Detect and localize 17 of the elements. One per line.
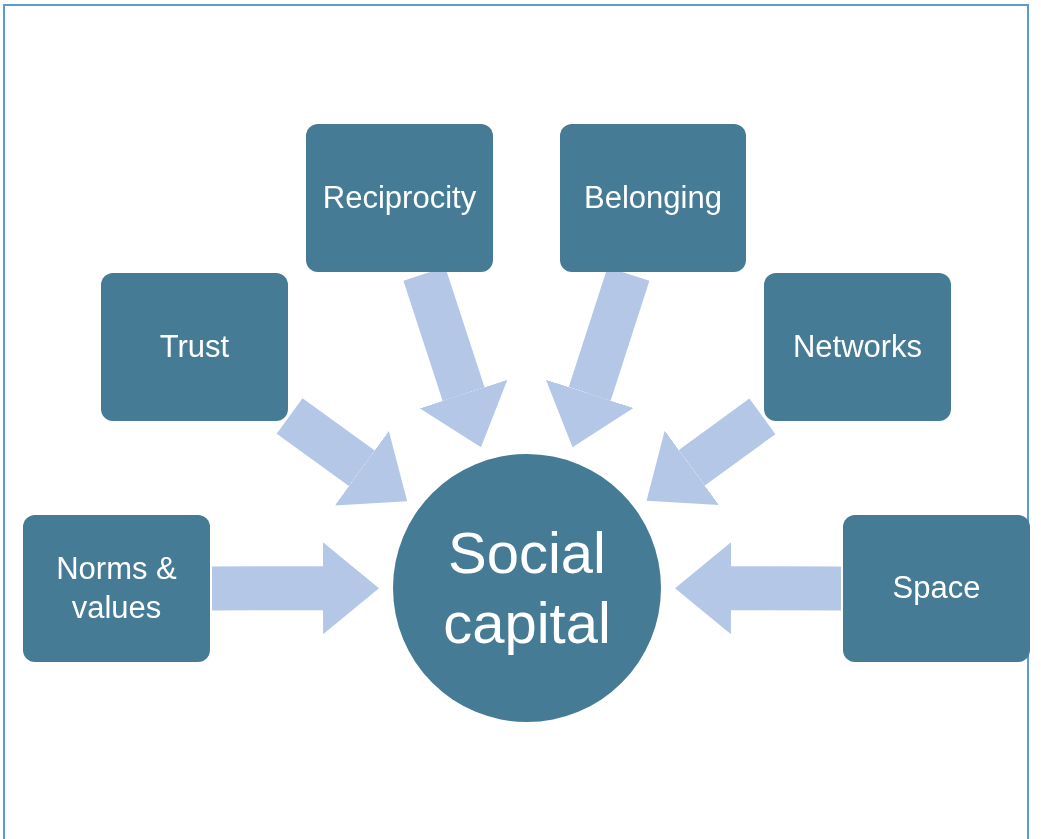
concept-box bbox=[101, 273, 288, 421]
concept-label: Norms & values bbox=[55, 549, 178, 627]
concept-label: Reciprocity bbox=[322, 178, 477, 217]
concept-label: Belonging bbox=[584, 178, 722, 217]
block-arrow bbox=[212, 542, 379, 635]
concept-box bbox=[764, 273, 951, 421]
concept-label: Trust bbox=[159, 327, 230, 366]
block-arrow bbox=[276, 398, 408, 506]
concept-box bbox=[560, 124, 746, 272]
concept-box bbox=[306, 124, 493, 272]
block-arrow bbox=[675, 542, 841, 635]
concept-box bbox=[843, 515, 1030, 662]
concept-box bbox=[23, 515, 210, 662]
central-label: Social capital bbox=[442, 519, 612, 657]
concept-label: Networks bbox=[792, 327, 923, 366]
block-arrow bbox=[646, 398, 776, 505]
concept-label: Space bbox=[892, 569, 981, 608]
